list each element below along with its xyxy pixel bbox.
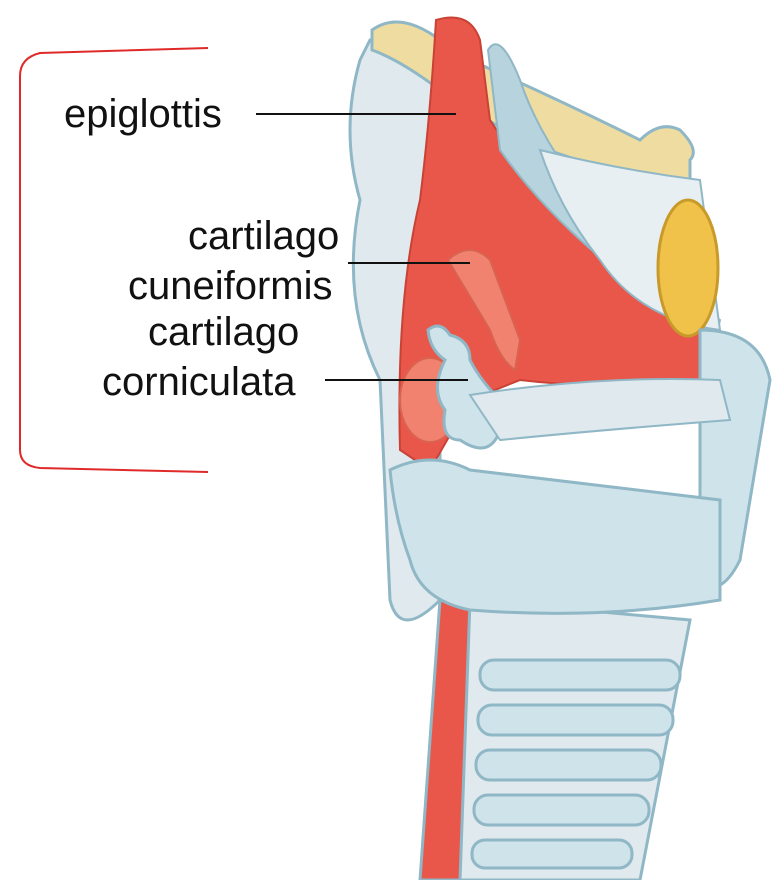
label-corniculata-line1: cartilago — [148, 310, 299, 354]
vocal-fold — [470, 379, 730, 440]
cricoid-cartilage — [390, 460, 720, 613]
tracheal-ring — [476, 750, 661, 780]
fat-pad — [658, 200, 718, 336]
label-corniculata-line2: corniculata — [102, 360, 295, 404]
label-cuneiformis-line2: cuneiformis — [128, 264, 333, 308]
label-cuneiformis-line1: cartilago — [188, 214, 339, 258]
tracheal-ring — [474, 795, 649, 825]
tracheal-ring — [472, 840, 632, 868]
label-epiglottis: epiglottis — [64, 92, 222, 136]
trachea — [420, 600, 690, 880]
tracheal-ring — [480, 660, 680, 690]
tracheal-ring — [478, 705, 673, 735]
